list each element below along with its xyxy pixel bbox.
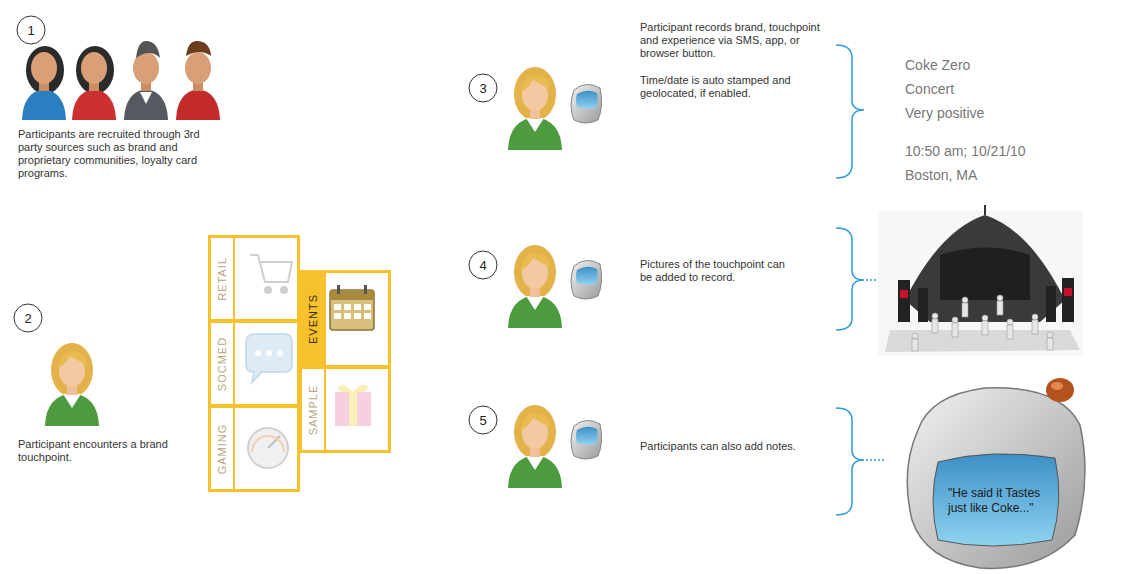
channel-label: SOCMED bbox=[216, 336, 228, 390]
step-note: Participants are recruited through 3rd p… bbox=[18, 128, 223, 180]
callout-number: 3 bbox=[469, 74, 497, 102]
channel-tile: EVENTS bbox=[299, 270, 391, 368]
callout-number: 2 bbox=[14, 304, 42, 332]
callout-number: 5 bbox=[469, 406, 497, 434]
record-field: Coke Zero bbox=[905, 57, 970, 74]
callout-number: 4 bbox=[469, 251, 497, 279]
channel-tile: RETAIL bbox=[208, 235, 300, 322]
channel-label: EVENTS bbox=[307, 294, 319, 344]
record-field: Very positive bbox=[905, 105, 984, 122]
callout-number: 1 bbox=[17, 16, 45, 44]
record-field: Concert bbox=[905, 81, 954, 98]
channel-label: GAMING bbox=[216, 423, 228, 474]
channel-tile: GAMING bbox=[208, 405, 300, 492]
record-field: Boston, MA bbox=[905, 167, 977, 184]
device-screen: "He said it Tastes just like Coke..." bbox=[942, 462, 1052, 540]
channel-tile: SOCMED bbox=[208, 320, 300, 407]
channel-tile: SAMPLE bbox=[299, 366, 391, 453]
step-note: Participant records brand, touchpoint an… bbox=[640, 21, 820, 60]
step-note: Pictures of the touchpoint can be added … bbox=[640, 258, 800, 284]
step-note: Participants can also add notes. bbox=[640, 440, 800, 453]
channel-label: SAMPLE bbox=[307, 384, 319, 435]
step-note: Time/date is auto stamped and geolocated… bbox=[640, 74, 820, 100]
channel-label: RETAIL bbox=[216, 257, 228, 301]
note-text: "He said it Tastes just like Coke..." bbox=[948, 486, 1046, 516]
record-field: 10:50 am; 10/21/10 bbox=[905, 143, 1026, 160]
step-note: Participant encounters a brand touchpoin… bbox=[18, 438, 178, 464]
